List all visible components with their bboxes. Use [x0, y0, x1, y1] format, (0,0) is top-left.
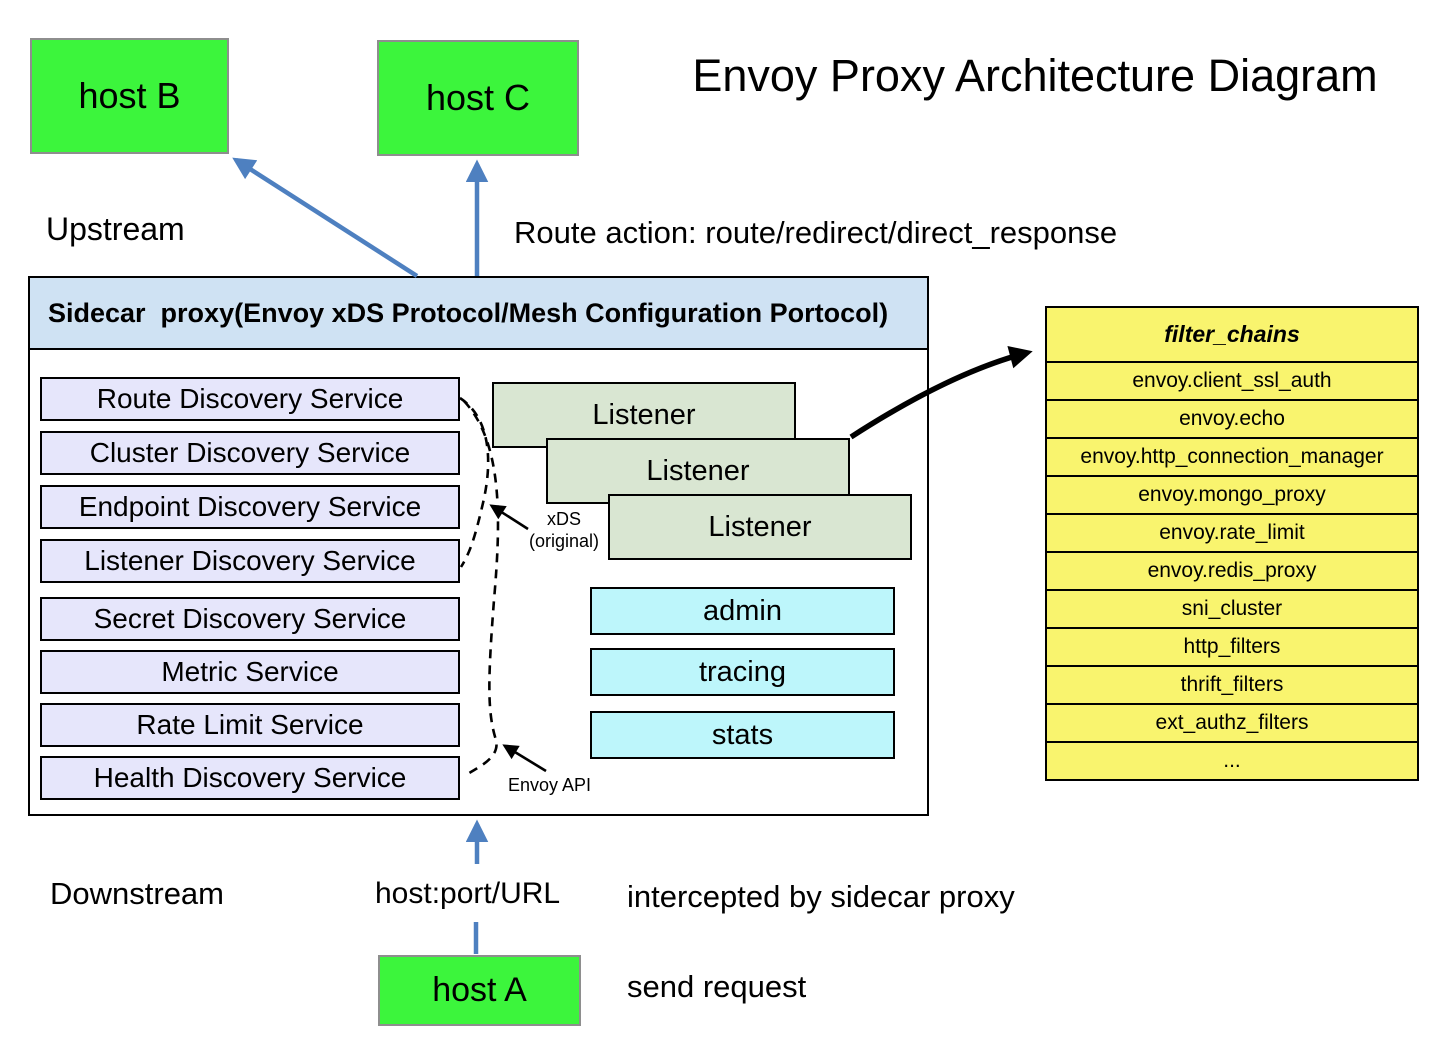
service-secret-discovery: Secret Discovery Service — [40, 597, 460, 641]
panel-tracing: tracing — [590, 648, 895, 696]
node-host-a: host A — [378, 955, 581, 1026]
service-metric: Metric Service — [40, 650, 460, 694]
upstream-label: Upstream — [46, 211, 185, 247]
sidecar-proxy-title: Sidecar proxy(Envoy xDS Protocol/Mesh Co… — [30, 278, 927, 350]
filter-row-more: ... — [1047, 741, 1417, 779]
panel-admin: admin — [590, 587, 895, 635]
filter-row-http-filters: http_filters — [1047, 627, 1417, 665]
filter-row-redis-proxy: envoy.redis_proxy — [1047, 551, 1417, 589]
host-b-label: host B — [78, 75, 181, 116]
host-c-label: host C — [425, 77, 531, 118]
page-title: Envoy Proxy Architecture Diagram — [692, 50, 1378, 101]
arrow-sidecar-to-host-b — [232, 157, 419, 278]
downstream-label: Downstream — [50, 876, 224, 911]
service-listener-discovery: Listener Discovery Service — [40, 539, 460, 583]
xds-original-label: xDS (original) — [502, 508, 626, 552]
envoy-api-label: Envoy API — [508, 775, 592, 795]
filter-row-sni-cluster: sni_cluster — [1047, 589, 1417, 627]
intercepted-label: intercepted by sidecar proxy — [627, 879, 1015, 914]
filter-row-ext-authz-filters: ext_authz_filters — [1047, 703, 1417, 741]
xds-label-line2: (original) — [528, 531, 600, 551]
host-a-label: host A — [432, 971, 527, 1009]
sidecar-proxy-box: Sidecar proxy(Envoy xDS Protocol/Mesh Co… — [28, 276, 929, 816]
service-cluster-discovery: Cluster Discovery Service — [40, 431, 460, 475]
filter-row-http-conn-mgr: envoy.http_connection_manager — [1047, 437, 1417, 475]
service-health-discovery: Health Discovery Service — [40, 756, 460, 800]
listener-node-3: Listener — [608, 494, 912, 560]
host-port-url-label: host:port/URL — [375, 877, 561, 910]
xds-label-line1: xDS — [546, 509, 581, 529]
node-host-b: host B — [30, 38, 229, 154]
filter-chains-box: filter_chains envoy.client_ssl_auth envo… — [1045, 306, 1419, 781]
node-host-c: host C — [377, 40, 579, 156]
filter-row-echo: envoy.echo — [1047, 399, 1417, 437]
send-request-label: send request — [627, 969, 807, 1004]
filter-row-mongo-proxy: envoy.mongo_proxy — [1047, 475, 1417, 513]
route-action-label: Route action: route/redirect/direct_resp… — [514, 215, 1118, 250]
service-endpoint-discovery: Endpoint Discovery Service — [40, 485, 460, 529]
filter-chains-title: filter_chains — [1164, 321, 1300, 347]
panel-stats: stats — [590, 711, 895, 759]
filter-row-rate-limit: envoy.rate_limit — [1047, 513, 1417, 551]
filter-row-thrift-filters: thrift_filters — [1047, 665, 1417, 703]
listener-node-1: Listener — [492, 382, 796, 448]
service-route-discovery: Route Discovery Service — [40, 377, 460, 421]
service-rate-limit: Rate Limit Service — [40, 703, 460, 747]
filter-row-client-ssl-auth: envoy.client_ssl_auth — [1047, 361, 1417, 399]
